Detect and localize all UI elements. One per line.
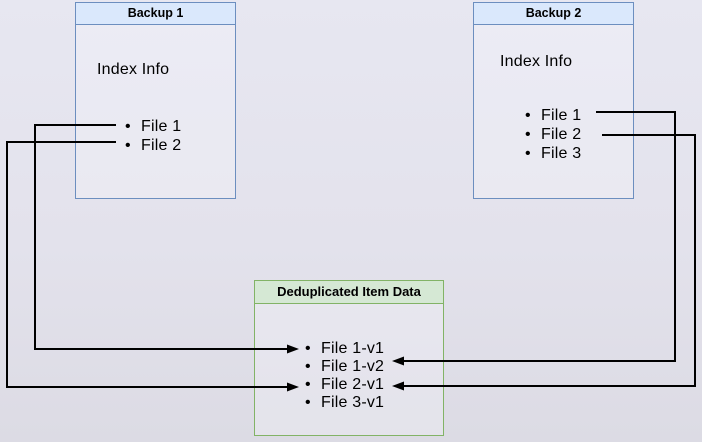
file-label: File 2 bbox=[141, 137, 182, 154]
backup2-file-2: File 2 bbox=[525, 125, 581, 144]
backup2-box: Backup 2 Index Info File 1 File 2 File 3 bbox=[473, 2, 634, 199]
backup1-title: Backup 1 bbox=[127, 6, 184, 20]
backup2-title: Backup 2 bbox=[525, 6, 582, 20]
file-label: File 1-v1 bbox=[321, 340, 385, 357]
file-label: File 3-v1 bbox=[321, 394, 385, 411]
dedup-title: Deduplicated Item Data bbox=[277, 284, 421, 299]
file-label: File 2-v1 bbox=[321, 376, 385, 393]
backup1-box: Backup 1 Index Info File 1 File 2 bbox=[75, 2, 236, 199]
backup2-file-1: File 1 bbox=[525, 106, 581, 125]
backup2-file-list: File 1 File 2 File 3 bbox=[525, 106, 581, 163]
dedup-file-2-v1: File 2-v1 bbox=[305, 376, 384, 394]
file-label: File 2 bbox=[541, 126, 582, 143]
backup1-index-info-label: Index Info bbox=[97, 61, 170, 78]
backup1-file-1: File 1 bbox=[125, 117, 181, 136]
file-label: File 1-v2 bbox=[321, 358, 385, 375]
dedup-item-list: File 1-v1 File 1-v2 File 2-v1 File 3-v1 bbox=[305, 340, 384, 412]
file-label: File 1 bbox=[541, 107, 582, 124]
backup1-file-2: File 2 bbox=[125, 136, 181, 155]
backup2-index-info-label: Index Info bbox=[500, 53, 573, 70]
backup1-file-list: File 1 File 2 bbox=[125, 117, 181, 155]
dedup-file-1-v1: File 1-v1 bbox=[305, 340, 384, 358]
dedup-file-3-v1: File 3-v1 bbox=[305, 394, 384, 412]
backup1-header: Backup 1 bbox=[76, 3, 235, 25]
dedup-header: Deduplicated Item Data bbox=[255, 281, 443, 304]
dedup-file-1-v2: File 1-v2 bbox=[305, 358, 384, 376]
file-label: File 3 bbox=[541, 145, 582, 162]
backup2-header: Backup 2 bbox=[474, 3, 633, 25]
backup2-file-3: File 3 bbox=[525, 144, 581, 163]
file-label: File 1 bbox=[141, 118, 182, 135]
dedup-box: Deduplicated Item Data File 1-v1 File 1-… bbox=[254, 280, 444, 436]
